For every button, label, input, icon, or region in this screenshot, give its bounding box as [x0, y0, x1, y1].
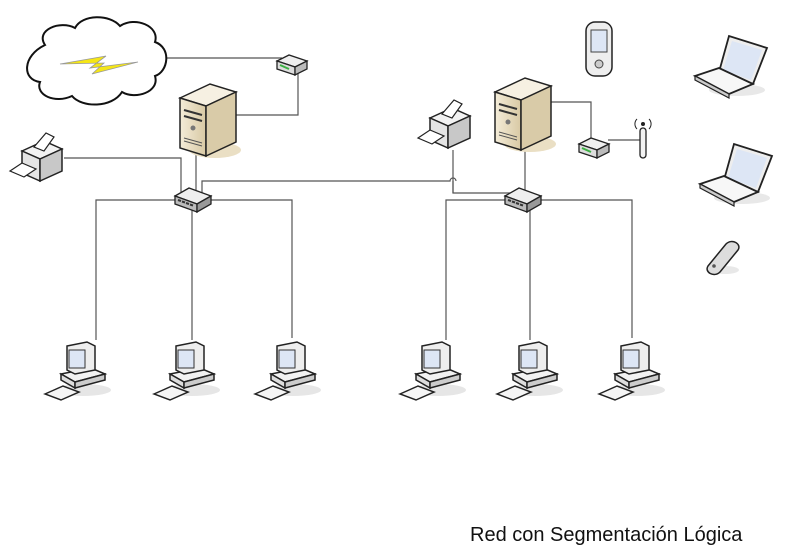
laptop-1-icon[interactable]: [694, 35, 768, 99]
lightning-icon: [59, 55, 139, 75]
right-pc-1-icon[interactable]: [399, 341, 467, 401]
right-server-icon[interactable]: [494, 77, 557, 153]
right-printer-icon[interactable]: [417, 99, 471, 149]
wire-right-server-router: [548, 101, 592, 140]
pda-icon[interactable]: [585, 21, 613, 77]
wire-backbone: [201, 177, 510, 194]
right-pc-2-icon[interactable]: [496, 341, 564, 401]
left-printer-icon[interactable]: [9, 132, 63, 182]
diagram-caption: Red con Segmentación Lógica: [470, 524, 743, 546]
wire-right-bus: [445, 199, 633, 340]
wire-left-bus: [95, 199, 293, 340]
left-server-icon[interactable]: [179, 83, 242, 159]
internet-cloud-icon: [26, 16, 168, 106]
antenna-icon: [634, 118, 652, 159]
laptop-2-icon[interactable]: [699, 143, 773, 207]
wireless-router-icon[interactable]: [578, 137, 610, 159]
wire-router-server: [234, 72, 299, 116]
left-pc-2-icon[interactable]: [153, 341, 221, 401]
wires: [64, 57, 643, 340]
right-pc-3-icon[interactable]: [598, 341, 666, 401]
left-pc-1-icon[interactable]: [44, 341, 112, 401]
wire-printer-switch: [64, 157, 182, 192]
right-switch-icon[interactable]: [504, 187, 542, 213]
left-pc-3-icon[interactable]: [254, 341, 322, 401]
cell-phone-icon[interactable]: [706, 240, 740, 276]
